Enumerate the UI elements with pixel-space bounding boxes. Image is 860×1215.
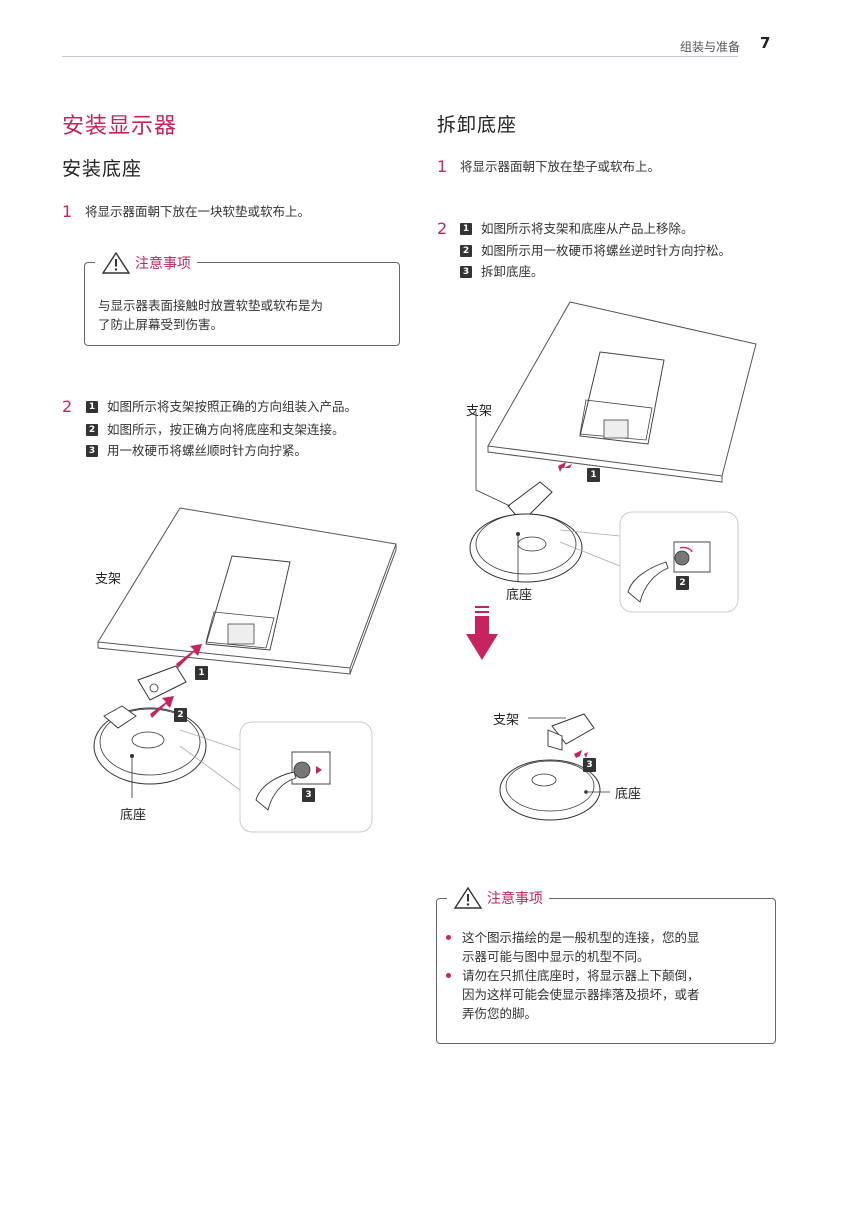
left-caution-box — [84, 262, 400, 346]
right-fig1-callout-1: 1 — [587, 468, 600, 482]
left-caution-title: 注意事项 — [135, 256, 191, 272]
left-step2-number: 2 — [62, 397, 73, 416]
right-caution-box — [436, 898, 776, 1044]
right-fig1-base-label: 底座 — [506, 588, 533, 603]
left-fig-callout-2: 2 — [174, 708, 187, 722]
caution-line: 了防止屏幕受到伤害。 — [98, 317, 224, 332]
right-caution-header: 注意事项 — [447, 885, 549, 911]
right-caution-bullet-1: 这个图示描绘的是一般机型的连接，您的显 示器可能与图中显示的机型不同。 — [462, 928, 700, 966]
down-arrow-icon — [466, 606, 498, 660]
right-step1-text: 将显示器面朝下放在垫子或软布上。 — [460, 159, 661, 174]
page-number: 7 — [760, 34, 771, 52]
right-step2-badge-2: 2 — [460, 245, 472, 257]
caution-line: 因为这样可能会使显示器摔落及损坏，或者 — [462, 987, 700, 1002]
right-step1-number: 1 — [437, 157, 448, 176]
remove-base-illustration-2 — [499, 713, 610, 821]
warning-icon — [453, 886, 483, 909]
right-step2-item-2: 如图所示用一枚硬币将螺丝逆时针方向拧松。 — [481, 243, 732, 258]
caution-line: 这个图示描绘的是一般机型的连接，您的显 — [462, 930, 700, 945]
install-base-subtitle: 安装底座 — [62, 158, 143, 180]
header-section: 组装与准备 — [679, 40, 740, 54]
right-caution-bullet-2: 请勿在只抓住底座时，将显示器上下颠倒， 因为这样可能会使显示器摔落及损坏，或者 … — [462, 966, 700, 1023]
right-fig2-base-label: 底座 — [615, 787, 642, 802]
left-step2-item-3: 用一枚硬币将螺丝顺时针方向拧紧。 — [107, 443, 308, 458]
left-step1-text: 将显示器面朝下放在一块软垫或软布上。 — [85, 204, 311, 219]
right-step2-badge-3: 3 — [460, 266, 472, 278]
install-base-illustration — [93, 507, 397, 833]
right-fig2-callout-3: 3 — [583, 758, 596, 772]
right-step2-number: 2 — [437, 219, 448, 238]
remove-base-title: 拆卸底座 — [437, 114, 518, 136]
left-fig-base-label: 底座 — [120, 808, 147, 823]
warning-icon — [101, 251, 131, 274]
remove-base-illustration-1 — [469, 301, 757, 613]
left-step2-badge-1: 1 — [86, 401, 98, 413]
caution-line: 请勿在只抓住底座时，将显示器上下颠倒， — [462, 968, 700, 983]
left-step2-badge-3: 3 — [86, 445, 98, 457]
left-step2-item-2: 如图所示，按正确方向将底座和支架连接。 — [107, 422, 345, 437]
caution-line: 与显示器表面接触时放置软垫或软布是为 — [98, 298, 324, 313]
right-caution-title: 注意事项 — [487, 891, 543, 907]
bullet-dot — [446, 973, 451, 978]
left-step2-item-1: 如图所示将支架按照正确的方向组装入产品。 — [107, 399, 358, 414]
left-step1-number: 1 — [62, 202, 73, 221]
left-caution-header: 注意事项 — [95, 250, 197, 276]
bullet-dot — [446, 935, 451, 940]
caution-line: 示器可能与图中显示的机型不同。 — [462, 949, 650, 964]
right-fig1-stand-label: 支架 — [466, 404, 493, 419]
right-fig2-stand-label: 支架 — [493, 713, 520, 728]
right-fig1-callout-2: 2 — [676, 576, 689, 590]
left-caution-text: 与显示器表面接触时放置软垫或软布是为 了防止屏幕受到伤害。 — [98, 296, 323, 334]
left-step2-badge-2: 2 — [86, 424, 98, 436]
header-rule — [62, 56, 738, 57]
right-step2-item-3: 拆卸底座。 — [481, 264, 544, 279]
install-monitor-title: 安装显示器 — [62, 114, 178, 139]
right-step2-badge-1: 1 — [460, 223, 472, 235]
left-fig-callout-3: 3 — [302, 788, 315, 802]
left-fig-stand-label: 支架 — [95, 572, 122, 587]
right-step2-item-1: 如图所示将支架和底座从产品上移除。 — [481, 221, 694, 236]
left-fig-callout-1: 1 — [195, 666, 208, 680]
caution-line: 弄伤您的脚。 — [462, 1006, 538, 1021]
